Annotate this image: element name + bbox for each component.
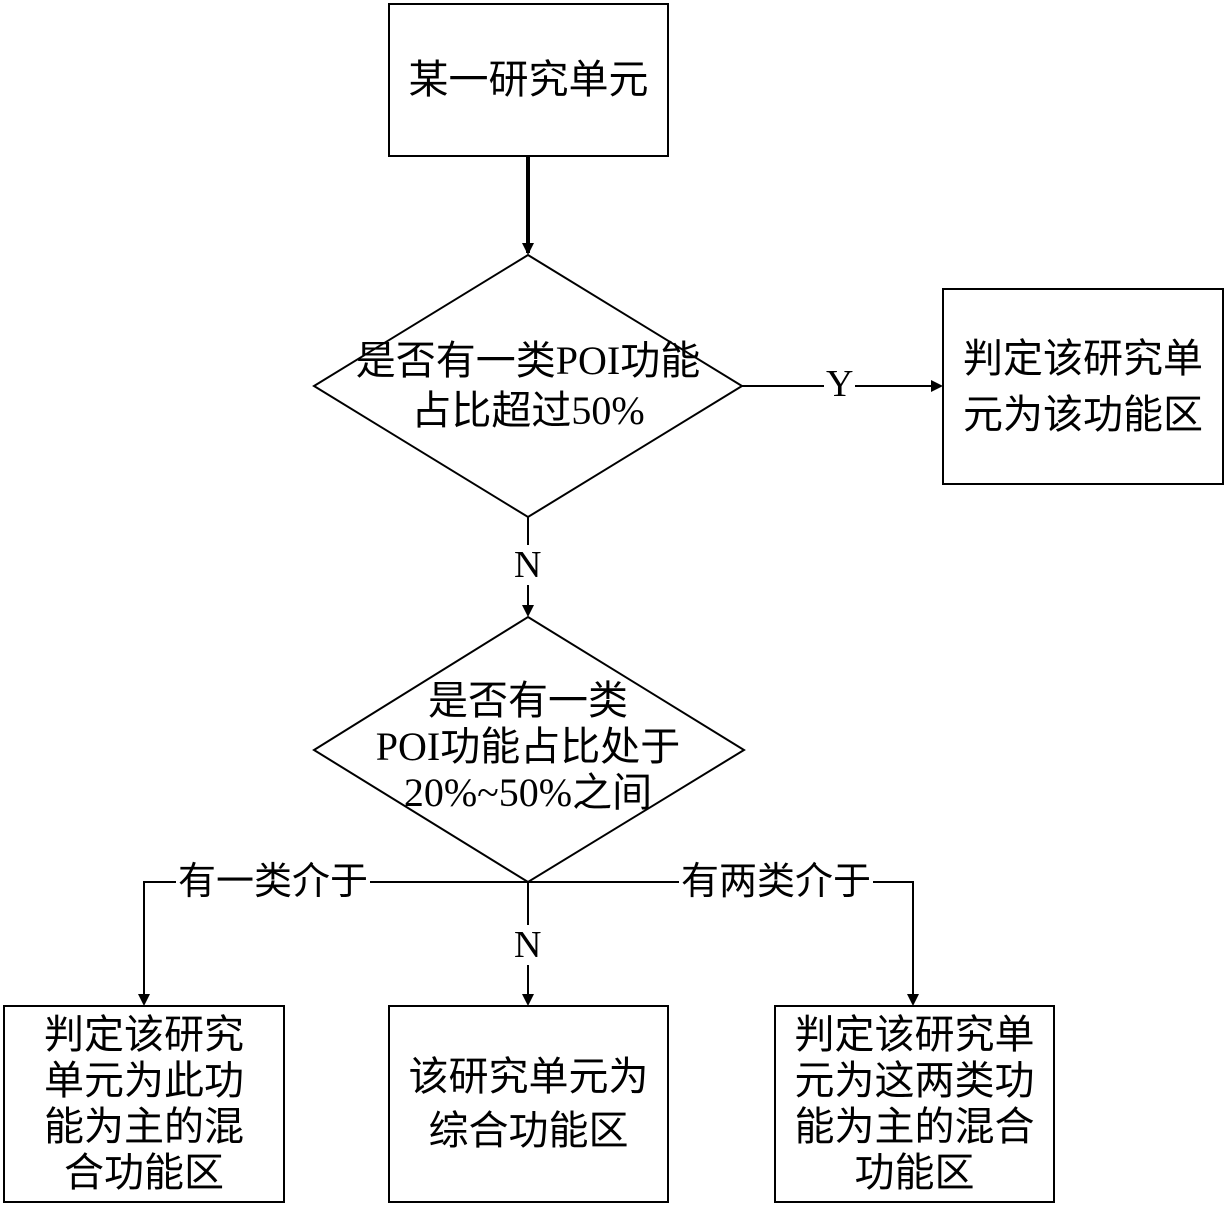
result-y-box	[942, 288, 1224, 485]
no-label-1: N	[512, 544, 544, 586]
result-none-box	[388, 1005, 669, 1203]
result-two-box	[774, 1005, 1055, 1203]
one-class-label: 有一类介于	[176, 861, 371, 903]
result-two-text: 判定该研究单 元为这两类功 能为主的混合 功能区	[794, 1012, 1035, 1195]
arrow-two-classes	[528, 881, 919, 1006]
arrow-one-class	[138, 881, 528, 1006]
result-one-box	[3, 1005, 285, 1203]
yes-label: Y	[824, 363, 856, 405]
result-y-text: 判定该研究单 元为该功能区	[963, 335, 1203, 437]
start-text: 某一研究单元	[408, 57, 649, 102]
no-label-2: N	[512, 924, 544, 966]
result-one-text: 判定该研究 单元为此功 能为主的混 合功能区	[44, 1012, 244, 1195]
decision1-text: 是否有一类POI功能 占比超过50%	[355, 338, 701, 433]
two-classes-label: 有两类介于	[679, 861, 874, 903]
start-box	[388, 3, 669, 157]
decision2-text: 是否有一类 POI功能占比处于 20%~50%之间	[375, 678, 681, 815]
result-none-text: 该研究单元为 综合功能区	[408, 1054, 649, 1153]
